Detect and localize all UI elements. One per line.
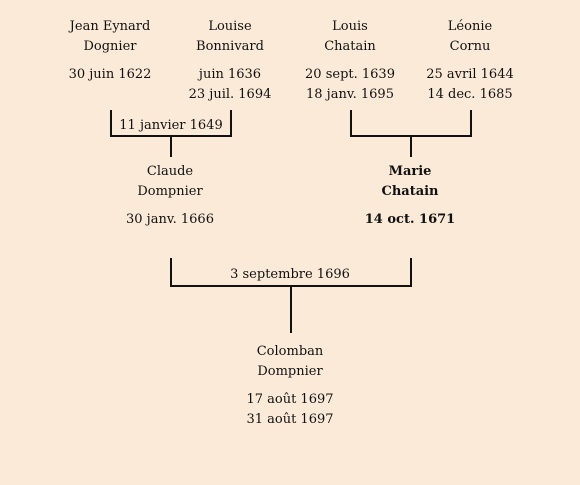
marriage-date-claude-marie: 3 septembre 1696: [230, 267, 350, 282]
birth-date: 17 août 1697: [246, 392, 334, 407]
surname: Dompnier: [257, 364, 323, 379]
connector-left-drop-jean: [110, 110, 112, 136]
spacer: [170, 57, 290, 65]
connector-right-drop-louis: [350, 110, 352, 136]
spacer: [230, 382, 350, 390]
death-date: 23 juil. 1694: [188, 87, 272, 102]
surname: Dompnier: [137, 184, 203, 199]
birth-date: 30 janv. 1666: [126, 212, 214, 227]
surname: Chatain: [381, 184, 439, 199]
person-louise-bonnivard: Louise Bonnivard juin 1636 23 juil. 1694: [170, 17, 290, 105]
person-colomban-dompnier: Colomban Dompnier 17 août 1697 31 août 1…: [230, 342, 350, 430]
spacer: [110, 202, 230, 210]
connector-parents-stem: [290, 285, 292, 333]
death-date: 14 dec. 1685: [427, 87, 513, 102]
birth-date: 25 avril 1644: [426, 67, 514, 82]
person-claude-dompnier: Claude Dompnier 30 janv. 1666: [110, 162, 230, 230]
given-name: Claude: [146, 164, 194, 179]
birth-date: 20 sept. 1639: [305, 67, 395, 82]
person-louis-chatain: Louis Chatain 20 sept. 1639 18 janv. 169…: [290, 17, 410, 105]
birth-date: 30 juin 1622: [68, 67, 152, 82]
given-name: Marie: [388, 164, 432, 179]
marriage-date-jean-louise: 11 janvier 1649: [114, 118, 228, 134]
surname: Dognier: [83, 39, 137, 54]
surname: Cornu: [449, 39, 491, 54]
connector-left-drop-louise: [230, 110, 232, 136]
connector-parents-drop-marie: [410, 258, 412, 286]
given-name: Jean Eynard: [69, 19, 151, 34]
spacer: [50, 57, 170, 65]
death-date: 18 janv. 1695: [306, 87, 394, 102]
spacer: [410, 57, 530, 65]
given-name: Louise: [208, 19, 252, 34]
birth-date: 14 oct. 1671: [364, 212, 456, 227]
given-name: Louis: [332, 19, 368, 34]
connector-parents-drop-claude: [170, 258, 172, 286]
connector-right-drop-leonie: [470, 110, 472, 136]
connector-left-stem: [170, 135, 172, 157]
given-name: Colomban: [256, 344, 324, 359]
spacer: [290, 57, 410, 65]
birth-date: juin 1636: [198, 67, 262, 82]
death-date: 31 août 1697: [246, 412, 334, 427]
connector-right-stem: [410, 135, 412, 157]
surname: Bonnivard: [196, 39, 264, 54]
person-leonie-cornu: Léonie Cornu 25 avril 1644 14 dec. 1685: [410, 17, 530, 105]
person-jean-eynard-dognier: Jean Eynard Dognier 30 juin 1622: [50, 17, 170, 85]
surname: Chatain: [324, 39, 376, 54]
given-name: Léonie: [447, 19, 493, 34]
spacer: [350, 202, 470, 210]
person-marie-chatain: Marie Chatain 14 oct. 1671: [350, 162, 470, 230]
